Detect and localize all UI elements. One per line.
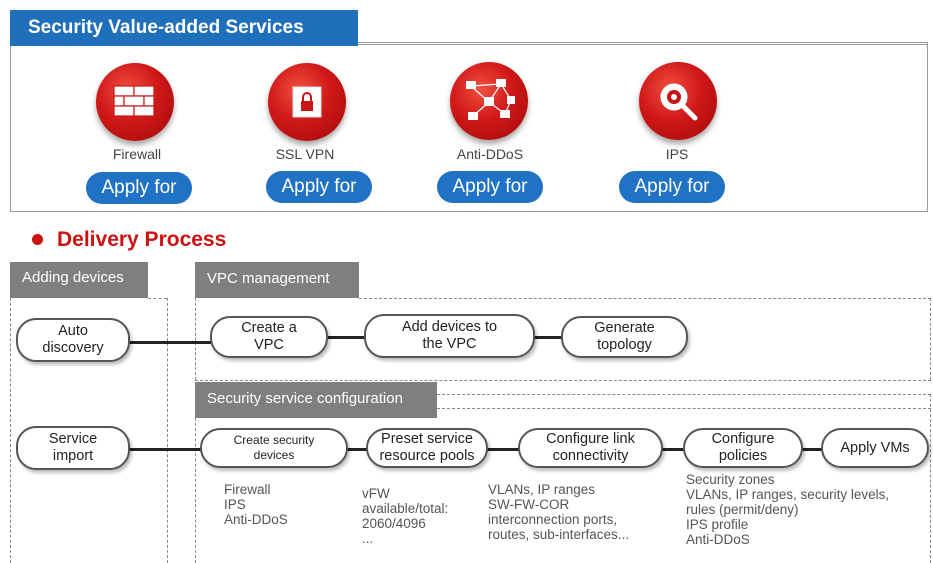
node-configure-policies[interactable]: Configure policies <box>683 428 803 468</box>
adding-devices-left-border <box>10 298 11 563</box>
tab-adding-devices: Adding devices <box>10 262 148 298</box>
apply-ips-button[interactable]: Apply for <box>619 171 725 203</box>
node-add-devices-to-vpc[interactable]: Add devices to the VPC <box>364 314 535 358</box>
node-auto-discovery[interactable]: Auto discovery <box>16 318 130 362</box>
apply-anti-ddos-button[interactable]: Apply for <box>437 171 543 203</box>
firewall-icon <box>96 63 174 141</box>
node-generate-topology[interactable]: Generate topology <box>561 316 688 358</box>
tab-security-service-configuration: Security service configuration <box>195 382 437 418</box>
services-panel-top-border <box>358 44 928 45</box>
delivery-title: Delivery Process <box>57 228 227 251</box>
lock-icon <box>268 63 346 141</box>
delivery-bullet-icon <box>32 234 43 245</box>
apply-firewall-button[interactable]: Apply for <box>86 172 192 204</box>
services-header: Security Value-added Services <box>10 10 358 46</box>
note-resource-pools: vFW available/total: 2060/4096 ... <box>362 486 449 546</box>
vpc-right-border <box>930 298 931 380</box>
vpc-left-border <box>195 298 196 380</box>
connector-configure-link-to-configure-policies <box>661 448 685 451</box>
adding-devices-right-border <box>167 298 168 563</box>
vpc-top-border <box>359 298 931 299</box>
security-left-border <box>195 418 196 563</box>
node-create-security-devices[interactable]: Create security devices <box>200 428 348 468</box>
network-icon <box>450 62 528 140</box>
service-label-ssl-vpn: SSL VPN <box>275 146 335 162</box>
service-label-firewall: Firewall <box>112 146 162 162</box>
connector-create-vpc-to-add-devices <box>326 336 366 339</box>
note-policies: Security zones VLANs, IP ranges, securit… <box>686 472 890 547</box>
connector-preset-to-configure-link <box>486 448 520 451</box>
connector-configure-policies-to-apply-vms <box>801 448 823 451</box>
node-configure-link-connectivity[interactable]: Configure link connectivity <box>518 428 663 468</box>
service-label-ips: IPS <box>665 146 689 162</box>
security-top-border-inner <box>437 408 931 409</box>
security-right-border <box>930 394 931 563</box>
magnifier-icon <box>639 62 717 140</box>
node-preset-resource-pools[interactable]: Preset service resource pools <box>366 428 488 468</box>
node-create-vpc[interactable]: Create a VPC <box>210 316 328 358</box>
note-link-connectivity: VLANs, IP ranges SW-FW-COR interconnecti… <box>488 482 630 542</box>
tab-vpc-management: VPC management <box>195 262 359 298</box>
apply-ssl-vpn-button[interactable]: Apply for <box>266 171 372 203</box>
node-apply-vms[interactable]: Apply VMs <box>821 428 929 468</box>
connector-service-import-to-create-security <box>128 448 202 451</box>
node-service-import[interactable]: Service import <box>16 426 130 470</box>
adding-devices-top-border <box>148 298 167 299</box>
connector-add-devices-to-generate-topology <box>533 336 563 339</box>
security-top-border <box>437 394 931 395</box>
note-security-devices: Firewall IPS Anti-DDoS <box>224 482 288 527</box>
vpc-bottom-border <box>195 380 931 381</box>
connector-create-security-to-preset <box>346 448 368 451</box>
connector-auto-discovery-to-create-vpc <box>128 341 212 344</box>
service-label-anti-ddos: Anti-DDoS <box>456 146 524 162</box>
